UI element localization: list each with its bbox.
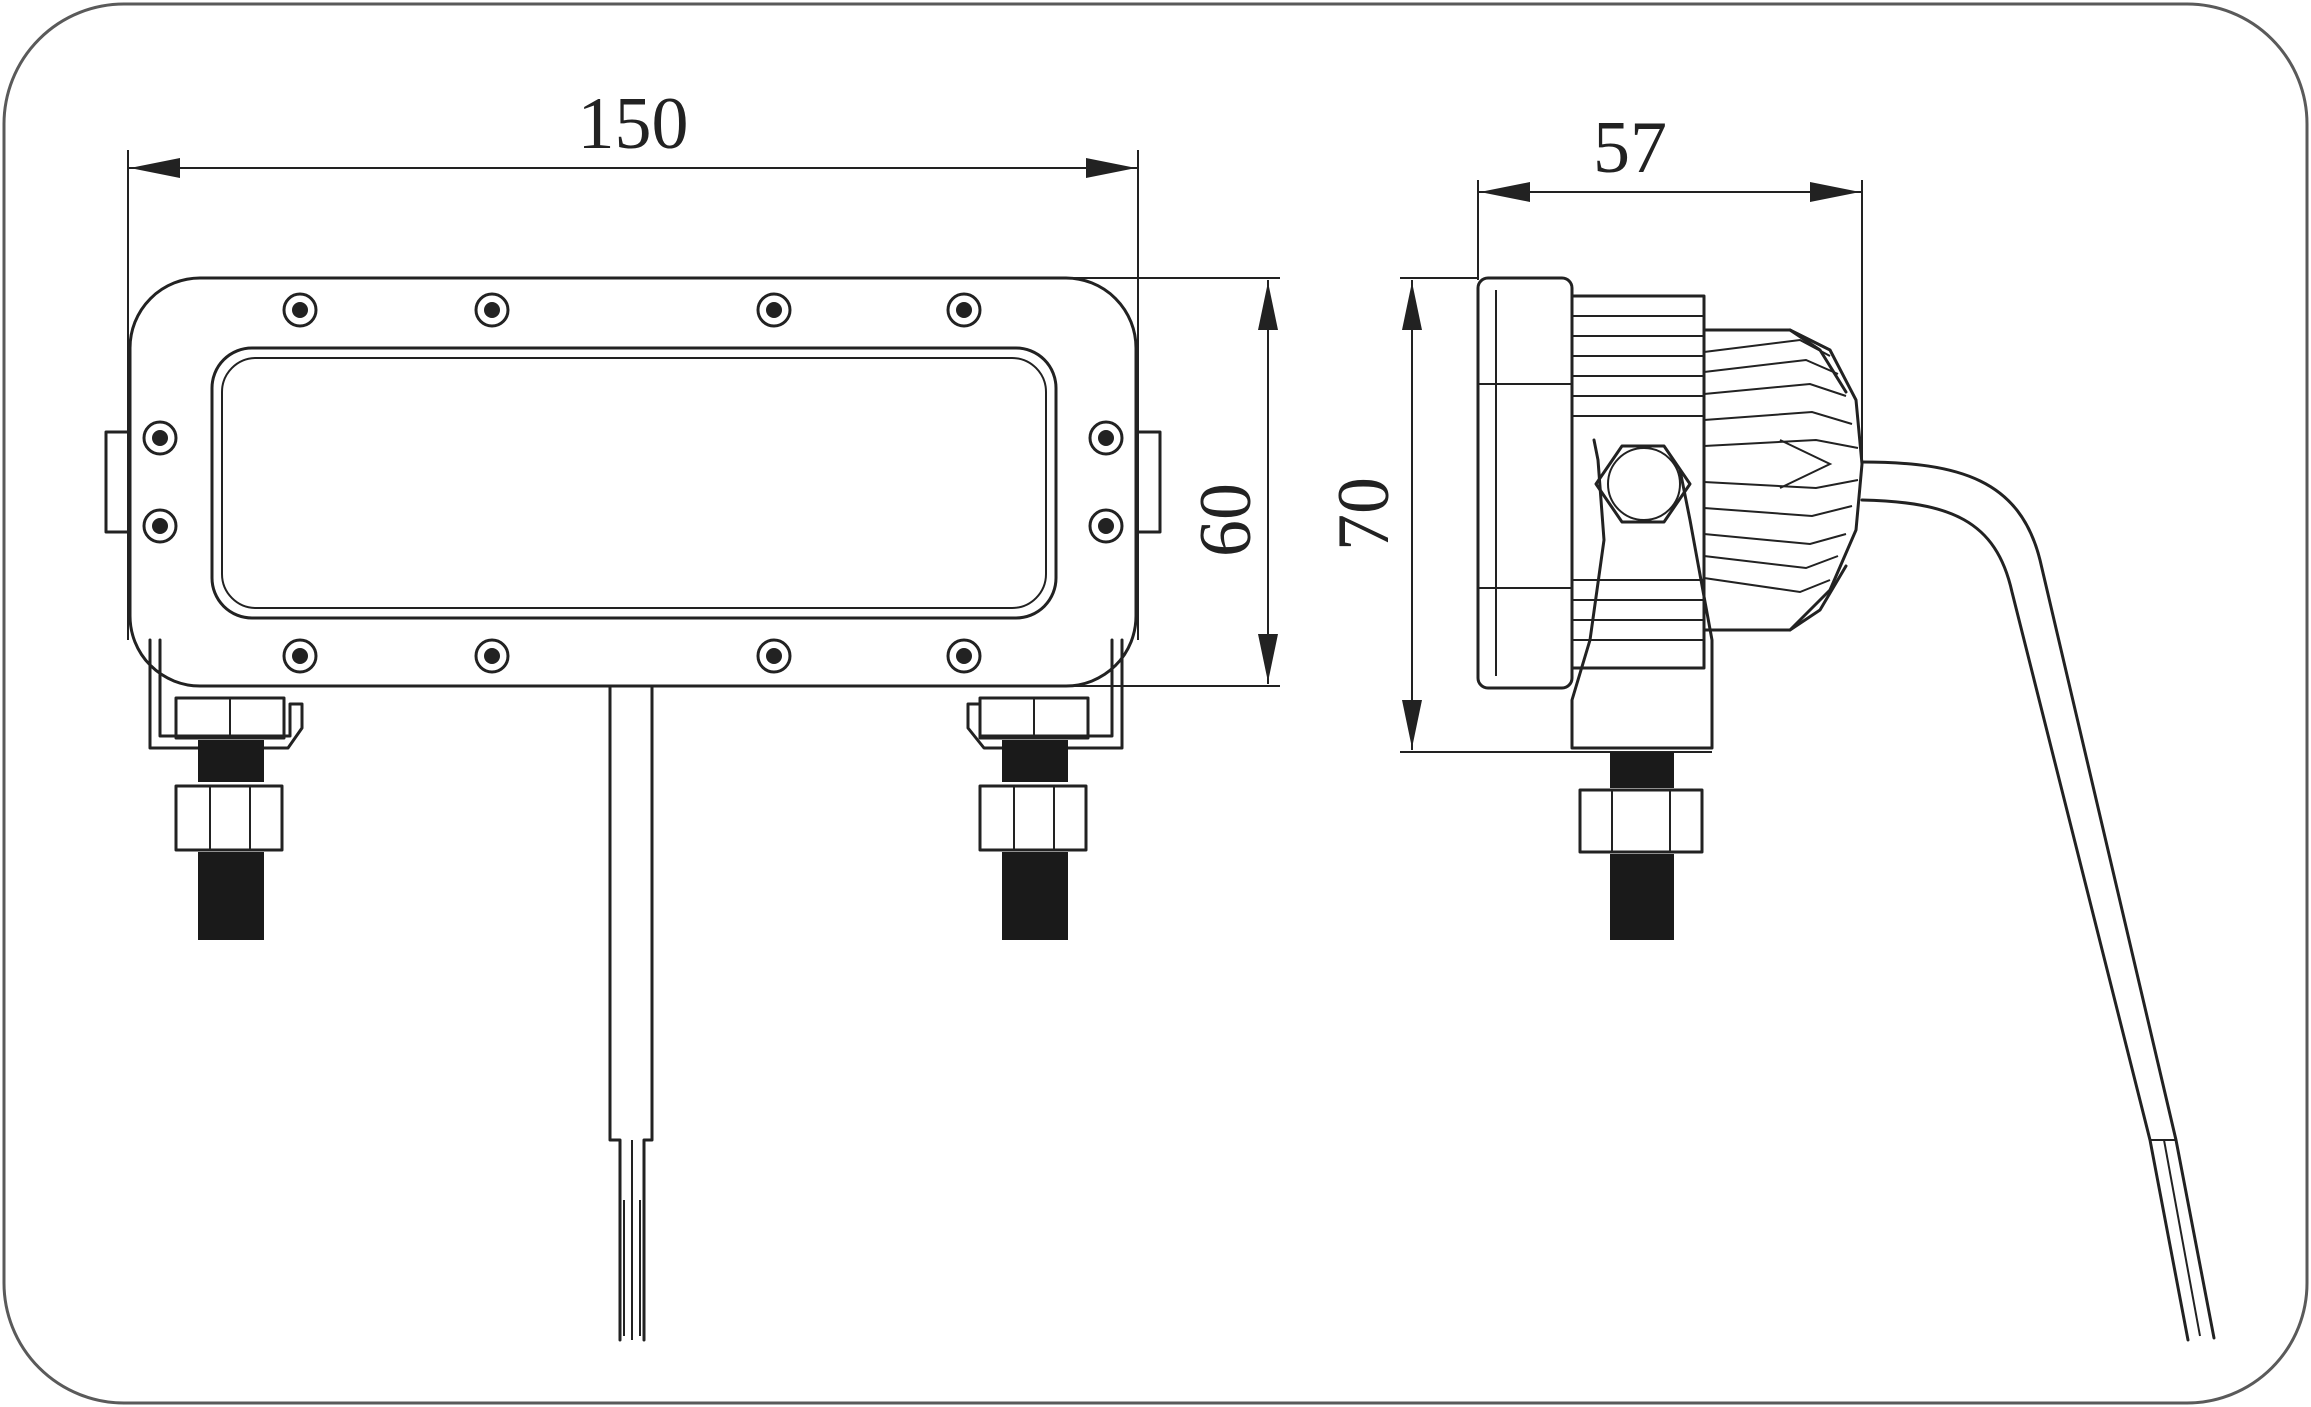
front-height-label: 60	[1185, 483, 1267, 557]
screw-icon	[756, 292, 792, 328]
left-mount-bolt	[174, 696, 286, 940]
side-bracket	[1570, 438, 1714, 750]
screw-icon	[946, 638, 982, 674]
front-housing	[128, 276, 1138, 688]
pivot-bolt-icon	[1594, 444, 1692, 524]
left-bracket	[148, 638, 304, 750]
screw-icon	[142, 508, 178, 544]
screw-icon	[1088, 508, 1124, 544]
screw-icon	[756, 638, 792, 674]
front-screws	[142, 292, 1124, 674]
side-height-label: 70	[1323, 477, 1405, 551]
front-lens-outer	[210, 346, 1058, 620]
screw-icon	[282, 292, 318, 328]
right-mount-bolt	[978, 696, 1090, 940]
front-width-label: 150	[578, 83, 689, 165]
right-bracket	[966, 638, 1124, 750]
side-depth-label: 57	[1593, 107, 1667, 189]
front-view: 150 60	[104, 83, 1280, 1342]
screw-icon	[142, 420, 178, 456]
side-height-dimension: 70	[1323, 277, 1712, 753]
front-lens-inner	[221, 357, 1047, 609]
screw-icon	[946, 292, 982, 328]
screw-icon	[282, 638, 318, 674]
side-mount-bolt	[1578, 752, 1704, 940]
screw-icon	[1088, 420, 1124, 456]
front-width-dimension: 150	[127, 83, 1139, 640]
screw-icon	[474, 292, 510, 328]
front-cable	[608, 684, 654, 1342]
front-height-dimension: 60	[1040, 277, 1280, 687]
side-rear-fins	[1702, 328, 1864, 632]
side-cable	[1860, 460, 2216, 1342]
side-view: 57 70	[1323, 107, 2216, 1342]
screw-icon	[474, 638, 510, 674]
side-depth-dimension: 57	[1477, 107, 1863, 470]
